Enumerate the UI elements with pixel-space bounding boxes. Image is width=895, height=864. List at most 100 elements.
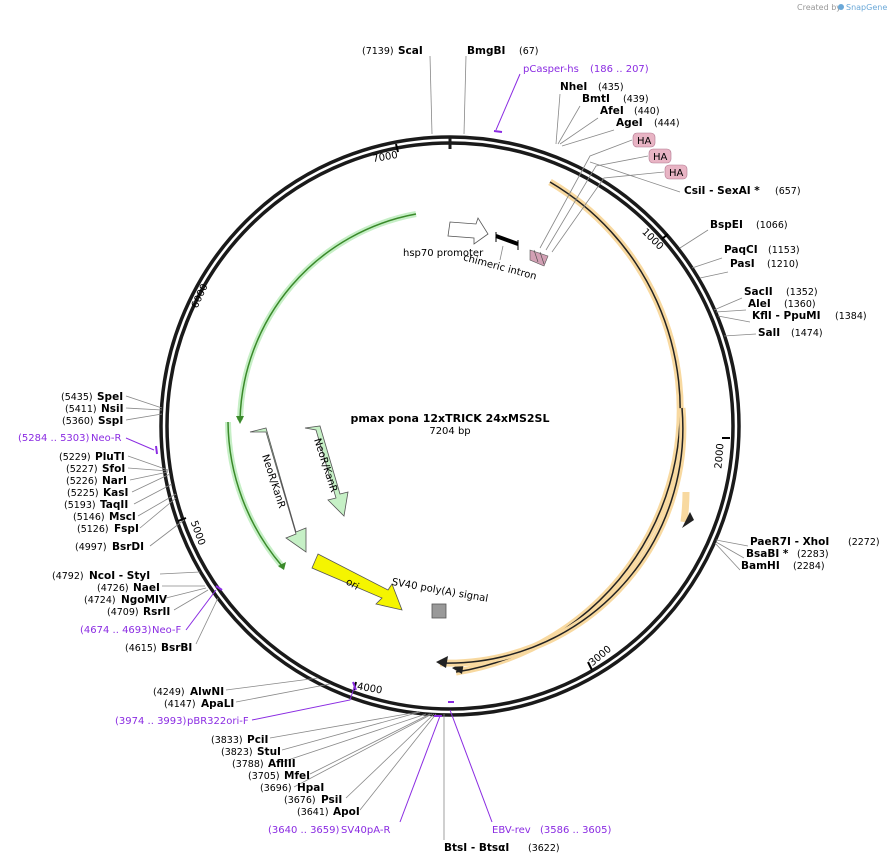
site-sspi[interactable]: SspI — [98, 415, 123, 427]
site-nhei[interactable]: NheI — [560, 81, 587, 93]
site-ngomiv[interactable]: NgoMIV — [121, 594, 168, 606]
hsp70-label: hsp70 promoter — [403, 248, 484, 259]
site-afliii[interactable]: AflIII — [268, 758, 296, 770]
ha-label-3: HA — [669, 168, 684, 179]
site-alwni[interactable]: AlwNI — [190, 686, 224, 698]
site-pos-apoi: (3641) — [297, 807, 329, 818]
site-kasi[interactable]: KasI — [103, 487, 128, 499]
site-apoi[interactable]: ApoI — [333, 806, 360, 818]
site-pos-sfoi: (5227) — [66, 464, 98, 475]
site-pos-pasi: (1210) — [767, 259, 799, 270]
tick-4000: 4000 — [356, 681, 383, 696]
plasmid-name: pmax pona 12xTRICK 24xMS2SL — [351, 412, 550, 425]
site-naei[interactable]: NaeI — [133, 582, 160, 594]
ha-labels: HA HA HA — [539, 132, 688, 253]
primer-neor[interactable]: Neo-R — [91, 433, 122, 444]
site-paqci[interactable]: PaqCI — [724, 244, 758, 256]
chimeric-label: chimeric intron — [462, 252, 538, 282]
orange-feature-inner — [436, 407, 687, 668]
site-nari[interactable]: NarI — [102, 475, 127, 487]
site-afei[interactable]: AfeI — [600, 105, 624, 117]
site-bsrdi[interactable]: BsrDI — [112, 541, 144, 553]
site-pos-bsrbi: (4615) — [125, 643, 157, 654]
site-pos-stui: (3823) — [221, 747, 253, 758]
primer-pos-neof: (4674 .. 4693) — [80, 625, 152, 636]
sv40-polya-box — [431, 603, 447, 619]
site-alei[interactable]: AleI — [748, 298, 771, 310]
site-pos-apali: (4147) — [164, 699, 196, 710]
site-pos-rsrii: (4709) — [107, 607, 139, 618]
site-rsrii[interactable]: RsrII — [143, 606, 170, 618]
site-pos-fspi: (5126) — [77, 524, 109, 535]
site-pluti[interactable]: PluTI — [95, 451, 125, 463]
site-pos-pcii: (3833) — [211, 735, 243, 746]
site-pos-mfei: (3705) — [248, 771, 280, 782]
ha-label-2: HA — [653, 152, 668, 163]
site-bsrbi[interactable]: BsrBI — [161, 642, 192, 654]
site-sfoi[interactable]: SfoI — [102, 463, 125, 475]
ori-arrow: ori — [311, 553, 403, 611]
site-paer7i[interactable]: PaeR7I - XhoI — [750, 536, 829, 548]
primer-neof[interactable]: Neo-F — [152, 625, 182, 636]
site-pos-kfli: (1384) — [835, 311, 867, 322]
site-leaders — [125, 55, 757, 840]
site-pos-ngomiv: (4724) — [84, 595, 116, 606]
site-sali[interactable]: SalI — [758, 327, 780, 339]
primer-sv40par[interactable]: SV40pA-R — [341, 825, 390, 836]
site-csii[interactable]: CsiI - SexAI * — [684, 185, 760, 197]
site-pos-kasi: (5225) — [67, 488, 99, 499]
primer-pbr322[interactable]: pBR322ori-F — [187, 716, 249, 727]
site-bamhi[interactable]: BamHI — [741, 560, 780, 572]
site-pos-afliii: (3788) — [232, 759, 264, 770]
site-btsi[interactable]: BtsI - BtsαI — [444, 842, 509, 854]
site-bmti[interactable]: BmtI — [582, 93, 610, 105]
ha-label-1: HA — [637, 136, 652, 147]
ha-cluster-icon — [529, 249, 549, 267]
site-taqii[interactable]: TaqII — [100, 499, 128, 511]
site-pos-spei: (5435) — [61, 392, 93, 403]
site-pos-bsabi: (2283) — [797, 549, 829, 560]
site-bsabi[interactable]: BsaBI * — [746, 548, 789, 560]
site-psii[interactable]: PsiI — [321, 794, 342, 806]
site-scai[interactable]: ScaI — [398, 45, 423, 57]
site-pos-scai: (7139) — [362, 46, 394, 57]
site-pos-afei: (440) — [634, 106, 660, 117]
site-ncoi[interactable]: NcoI - StyI — [89, 570, 150, 582]
site-labels: (7139) ScaI BmgBI (67) NheI (435) BmtI (… — [52, 45, 880, 854]
site-kfli[interactable]: KflI - PpuMI — [752, 310, 821, 322]
site-sacii[interactable]: SacII — [744, 286, 773, 298]
site-pos-pluti: (5229) — [59, 452, 91, 463]
site-pos-sacii: (1352) — [786, 287, 818, 298]
site-spei[interactable]: SpeI — [97, 391, 123, 403]
site-pos-nari: (5226) — [66, 476, 98, 487]
site-fspi[interactable]: FspI — [114, 523, 139, 535]
site-bspei[interactable]: BspEI — [710, 219, 743, 231]
site-bmgbi[interactable]: BmgBI — [467, 45, 505, 57]
site-stui[interactable]: StuI — [257, 746, 281, 758]
site-apali[interactable]: ApaLI — [201, 698, 234, 710]
primer-ebvrev[interactable]: EBV-rev — [492, 825, 531, 836]
primer-pcasper[interactable]: pCasper-hs — [523, 64, 579, 75]
site-pos-bspei: (1066) — [756, 220, 788, 231]
primer-pos-ebvrev: (3586 .. 3605) — [540, 825, 612, 836]
site-pos-sspi: (5360) — [62, 416, 94, 427]
site-pos-taqii: (5193) — [64, 500, 96, 511]
site-pos-bmti: (439) — [623, 94, 649, 105]
site-hpai[interactable]: HpaI — [297, 782, 324, 794]
site-pos-nsii: (5411) — [65, 404, 97, 415]
site-agei[interactable]: AgeI — [616, 117, 643, 129]
watermark-brand: SnapGene — [846, 3, 887, 12]
site-pcii[interactable]: PciI — [247, 734, 268, 746]
site-pos-paer7i: (2272) — [848, 537, 880, 548]
site-msci[interactable]: MscI — [109, 511, 136, 523]
primer-pos-neor: (5284 .. 5303) — [18, 433, 90, 444]
site-pos-paqci: (1153) — [768, 245, 800, 256]
site-pos-bsrdi: (4997) — [75, 542, 107, 553]
site-pos-alei: (1360) — [784, 299, 816, 310]
site-pasi[interactable]: PasI — [730, 258, 755, 270]
site-nsii[interactable]: NsiI — [101, 403, 124, 415]
primer-pos-pbr322: (3974 .. 3993) — [115, 716, 187, 727]
neor-label-2: NeoR/KanR — [311, 437, 339, 494]
site-mfei[interactable]: MfeI — [284, 770, 310, 782]
